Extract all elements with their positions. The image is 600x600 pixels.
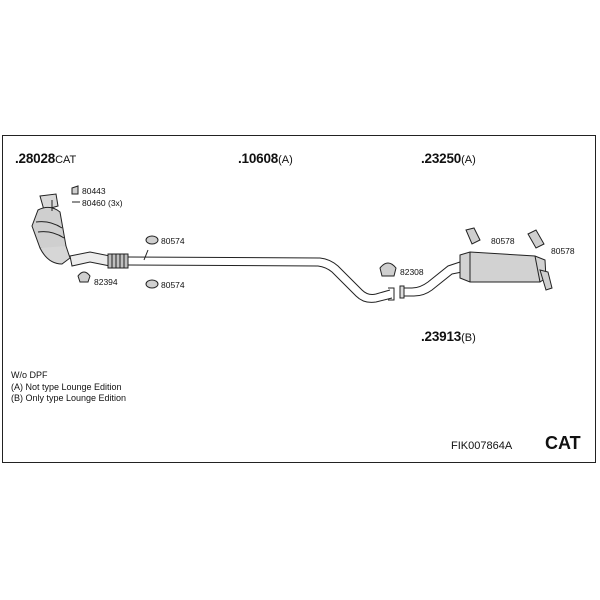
notes: W/o DPF (A) Not type Lounge Edition (B) …	[11, 370, 126, 405]
middle-pipe	[127, 256, 395, 303]
part-suffix: (B)	[461, 332, 476, 344]
rear-muffler	[459, 251, 553, 291]
part-number: .10608	[238, 151, 279, 166]
cat-label: CAT	[545, 433, 581, 453]
part-number: .28028	[15, 151, 56, 166]
note-line: (B) Only type Lounge Edition	[11, 393, 127, 403]
label-80574-bottom: 80574	[161, 280, 185, 290]
catalytic-converter	[31, 193, 71, 265]
note-line: W/o DPF	[11, 370, 48, 380]
label-80578-left: 80578	[491, 236, 515, 246]
part-23913: .23913(B)	[421, 329, 476, 344]
part-suffix: (A)	[278, 154, 293, 166]
diagram-frame	[2, 135, 596, 463]
part-suffix: (A)	[461, 154, 476, 166]
label-82394: 82394	[94, 277, 118, 287]
front-pipe	[69, 251, 129, 269]
label-80574-top: 80574	[161, 236, 185, 246]
rear-pipe	[399, 261, 463, 299]
part-28028: .28028CAT	[15, 151, 76, 166]
note-line: (A) Not type Lounge Edition	[11, 381, 122, 392]
diagram-code: FIK007864A	[451, 440, 513, 452]
part-10608: .10608(A)	[238, 151, 293, 166]
label-80460: 80460 (3x)	[82, 198, 123, 208]
label-80578-right: 80578	[551, 246, 575, 256]
part-23250: .23250(A)	[421, 151, 476, 166]
part-number: .23250	[421, 151, 462, 166]
part-number: .23913	[421, 329, 462, 344]
part-suffix: CAT	[55, 154, 77, 166]
label-80443: 80443	[82, 186, 106, 196]
label-82308: 82308	[400, 267, 424, 277]
hangers-and-clamps	[71, 185, 545, 289]
